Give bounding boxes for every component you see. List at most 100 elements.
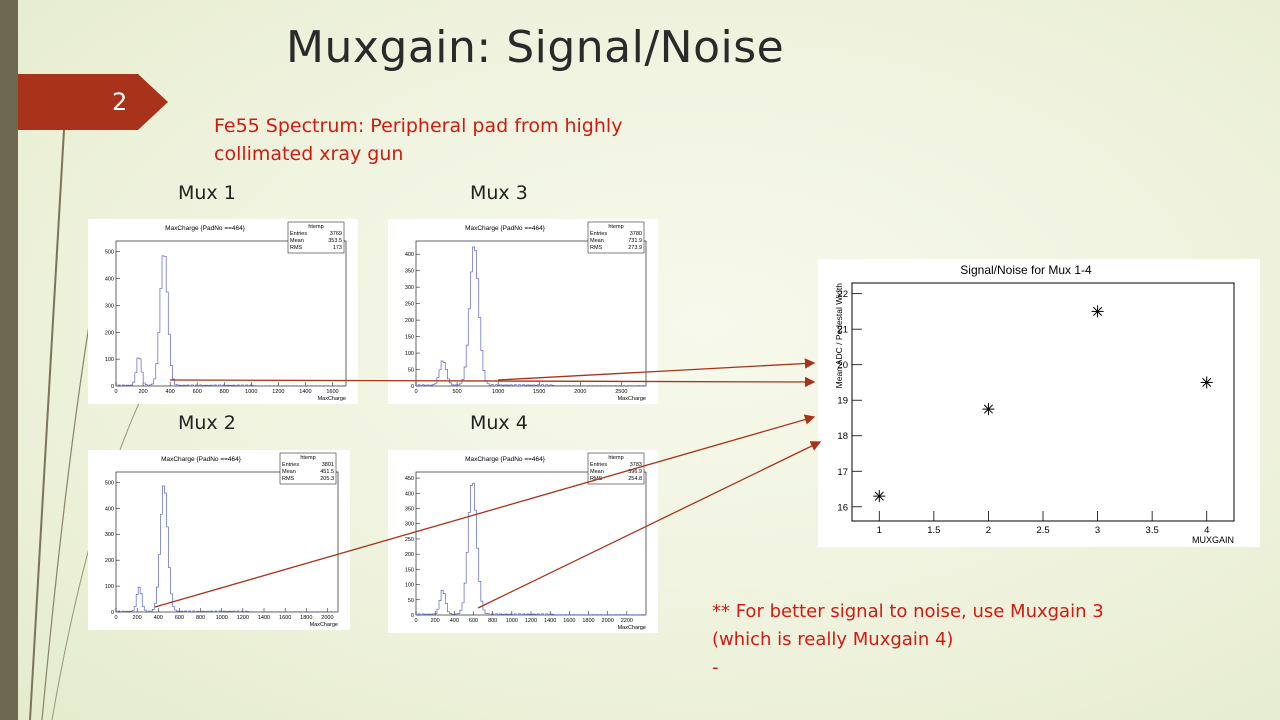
stats-value: 3780 (630, 231, 642, 237)
x-tick-label: 3.5 (1146, 525, 1159, 536)
y-tick-label: 100 (105, 357, 114, 363)
page-number: 2 (112, 88, 128, 116)
subtitle-line-2: collimated xray gun (214, 143, 404, 165)
stats-label: Mean (282, 469, 296, 475)
x-tick-label: 600 (175, 615, 184, 621)
x-tick-label: 1600 (326, 389, 338, 395)
y-axis-label: Mean ADC / Pedestal Width (834, 283, 844, 389)
stats-label: Mean (290, 238, 304, 244)
subtitle: Fe55 Spectrum: Peripheral pad from highl… (214, 112, 754, 168)
x-tick-label: 2000 (574, 389, 586, 395)
note-line-2: (which is really Muxgain 4) (712, 629, 954, 650)
y-tick-label: 300 (105, 532, 114, 538)
histogram-frame (115, 471, 339, 613)
x-tick-label: 200 (133, 615, 142, 621)
histogram-title: MaxCharge {PadNo ==464} (465, 456, 546, 463)
stats-box (587, 221, 645, 254)
stats-value: 3801 (322, 462, 334, 468)
note-line-1: ** For better signal to noise, use Muxga… (712, 601, 1104, 622)
y-tick-label: 22 (837, 289, 848, 300)
y-tick-label: 200 (105, 330, 114, 336)
histogram-bars (416, 246, 647, 387)
x-tick-label: 400 (450, 618, 459, 624)
mux-2-label: Mux 2 (178, 412, 236, 434)
y-tick-label: 20 (837, 360, 848, 371)
y-tick-label: 100 (405, 351, 414, 357)
x-tick-label: 400 (154, 615, 163, 621)
stats-value: 451.5 (320, 469, 334, 475)
x-tick-label: 800 (488, 618, 497, 624)
stats-label: RMS (282, 476, 295, 482)
stats-box-name: htemp (308, 224, 323, 230)
histogram-bars (416, 482, 647, 616)
y-tick-label: 400 (405, 491, 414, 497)
y-tick-label: 17 (837, 467, 848, 478)
stats-box-name: htemp (608, 455, 623, 461)
y-tick-label: 400 (105, 277, 114, 283)
x-axis-label: MaxCharge (318, 396, 346, 402)
stats-box (287, 221, 345, 254)
x-tick-label: 1000 (506, 618, 518, 624)
y-tick-label: 18 (837, 431, 848, 442)
conclusion-note: ** For better signal to noise, use Muxga… (712, 598, 1252, 682)
x-tick-label: 200 (431, 618, 440, 624)
histogram-title: MaxCharge {PadNo ==464} (161, 456, 242, 463)
x-tick-label: 600 (193, 389, 202, 395)
x-tick-label: 0 (114, 615, 117, 621)
y-tick-label: 350 (405, 269, 414, 275)
y-tick-label: 450 (405, 476, 414, 482)
x-tick-label: 800 (220, 389, 229, 395)
note-line-3: - (712, 657, 719, 678)
x-tick-label: 200 (138, 389, 147, 395)
x-axis-label: MUXGAIN (1192, 535, 1234, 545)
y-tick-label: 0 (411, 384, 414, 390)
x-tick-label: 400 (166, 389, 175, 395)
stats-value: 173 (333, 245, 342, 251)
stats-label: Mean (590, 238, 604, 244)
page-number-tab (18, 74, 168, 130)
y-tick-label: 250 (405, 302, 414, 308)
y-tick-label: 500 (105, 250, 114, 256)
x-tick-label: 1200 (525, 618, 537, 624)
x-tick-label: 1.5 (927, 525, 940, 536)
x-tick-label: 1600 (563, 618, 575, 624)
y-tick-label: 150 (405, 335, 414, 341)
y-tick-label: 0 (111, 610, 114, 616)
x-tick-label: 1200 (272, 389, 284, 395)
stats-value: 205.3 (320, 476, 334, 482)
x-tick-label: 500 (452, 389, 461, 395)
y-tick-label: 300 (105, 303, 114, 309)
stats-value: 596.9 (628, 469, 642, 475)
mux-1-label: Mux 1 (178, 182, 236, 204)
x-tick-label: 2500 (615, 389, 627, 395)
stats-box-name: htemp (608, 224, 623, 230)
histogram-title: MaxCharge {PadNo ==464} (165, 225, 246, 232)
x-tick-label: 1400 (299, 389, 311, 395)
chart-title: Signal/Noise for Mux 1-4 (960, 263, 1092, 277)
stats-label: Entries (282, 462, 299, 468)
stats-label: RMS (590, 476, 603, 482)
x-tick-label: 1800 (300, 615, 312, 621)
x-tick-label: 1400 (258, 615, 270, 621)
subtitle-line-1: Fe55 Spectrum: Peripheral pad from highl… (214, 115, 623, 137)
stats-value: 731.9 (628, 238, 642, 244)
y-tick-label: 0 (411, 613, 414, 619)
histogram-bars (116, 485, 339, 613)
x-tick-label: 1400 (544, 618, 556, 624)
y-tick-label: 300 (405, 285, 414, 291)
data-point (1091, 305, 1104, 318)
x-tick-label: 2000 (602, 618, 614, 624)
y-tick-label: 400 (105, 506, 114, 512)
x-tick-label: 3 (1095, 525, 1100, 536)
x-tick-label: 2200 (621, 618, 633, 624)
y-tick-label: 200 (105, 558, 114, 564)
histogram-frame (115, 240, 347, 387)
